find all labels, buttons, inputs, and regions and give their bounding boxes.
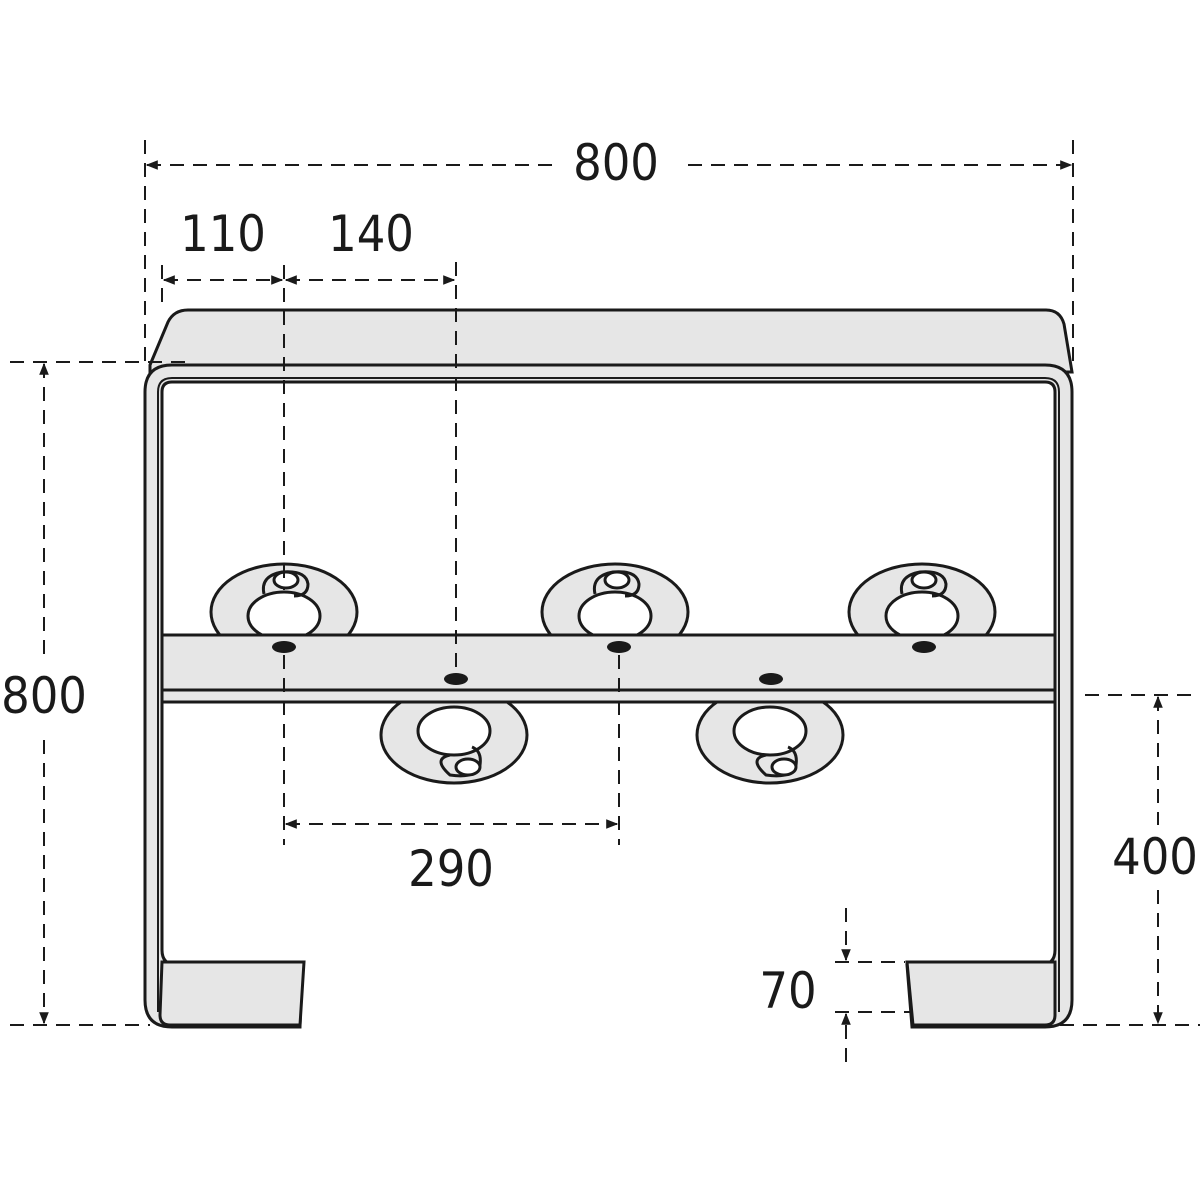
hook-plate-hole xyxy=(416,705,492,757)
hook-plate-hole xyxy=(732,705,808,757)
left-foot xyxy=(158,960,306,1027)
lower-hook-plates xyxy=(379,685,845,785)
hook-plate-hole xyxy=(884,590,960,642)
bolt-1 xyxy=(272,641,296,653)
screw-hole xyxy=(272,570,300,590)
bolt-2 xyxy=(444,673,468,685)
label-total-width: 800 xyxy=(573,134,659,192)
label-hook-spacing: 290 xyxy=(408,840,494,898)
crossbar xyxy=(160,633,1057,704)
label-height: 800 xyxy=(1,667,87,725)
dimension-lines xyxy=(10,140,1200,1062)
right-foot xyxy=(905,960,1057,1027)
screw-hole xyxy=(770,757,798,777)
bolt-3 xyxy=(607,641,631,653)
hook-plate-lower-1 xyxy=(379,685,529,785)
bolt-4 xyxy=(759,673,783,685)
screw-hole xyxy=(603,570,631,590)
label-bar-height: 400 xyxy=(1112,828,1198,886)
hook-plate-slot xyxy=(592,570,641,598)
hook-plate-lower-2 xyxy=(695,685,845,785)
rack-frame xyxy=(143,308,1074,1029)
crossbar-underside xyxy=(160,688,1057,704)
hook-plate-hole xyxy=(246,590,322,642)
frame-top-surface xyxy=(148,308,1074,374)
dimension-labels: 800 110 140 800 290 400 70 xyxy=(1,134,1198,1020)
hook-plate-hole xyxy=(577,590,653,642)
label-second-offset: 140 xyxy=(328,205,414,263)
screw-hole xyxy=(454,757,482,777)
screw-hole xyxy=(910,570,938,590)
bolt-5 xyxy=(912,641,936,653)
frame-inner-edge xyxy=(157,377,1060,1012)
label-first-offset: 110 xyxy=(180,205,266,263)
hook-plate-slot xyxy=(899,570,948,598)
label-foot-height: 70 xyxy=(759,962,816,1020)
hook-plate-slot xyxy=(261,570,310,598)
